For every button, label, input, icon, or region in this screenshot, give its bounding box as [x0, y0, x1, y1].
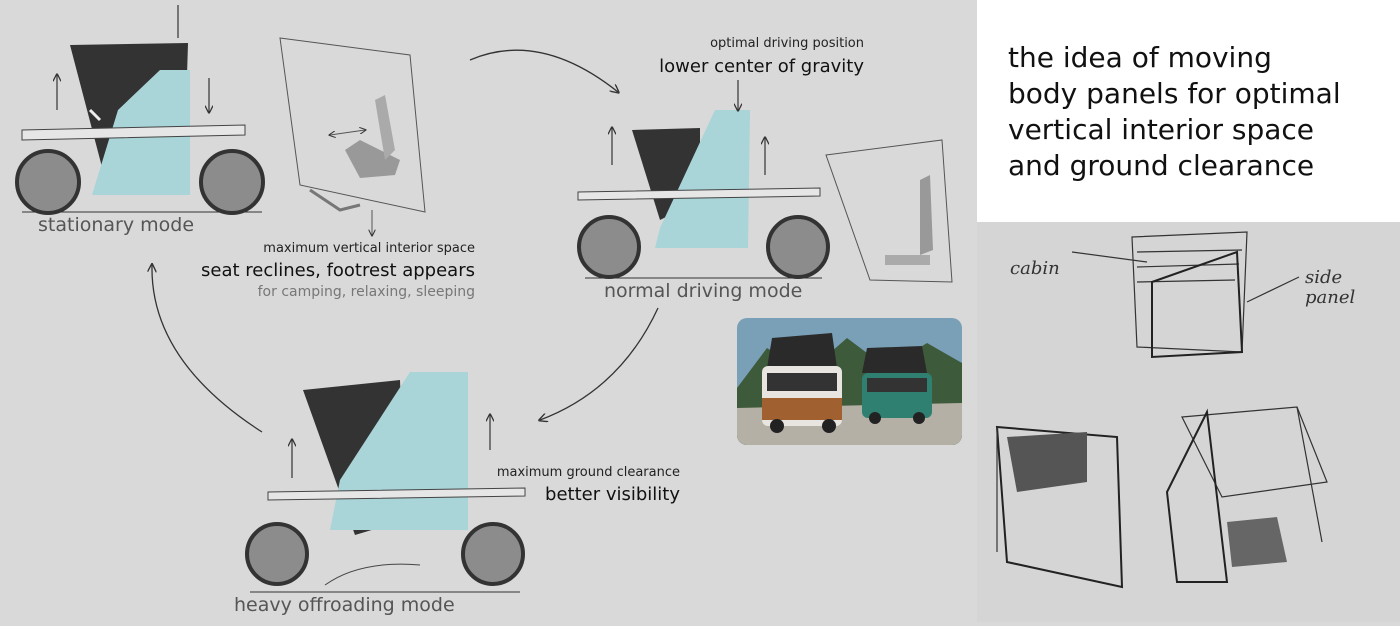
- stationary-wheel-rear: [201, 151, 263, 213]
- sketch-note-side-panel: side panel: [1305, 268, 1355, 308]
- stationary-caption-note: for camping, relaxing, sleeping: [258, 284, 475, 300]
- offroad-mode-title: heavy offroading mode: [234, 594, 455, 616]
- normal-mode-title: normal driving mode: [604, 280, 802, 302]
- stationary-vehicle: [17, 5, 263, 213]
- offroad-chassis: [268, 488, 525, 500]
- stationary-seat-sketch: [280, 38, 425, 235]
- offroad-wheel-front: [247, 524, 307, 584]
- headline-text: the idea of moving body panels for optim…: [1008, 40, 1388, 184]
- offroad-wheel-rear: [463, 524, 523, 584]
- stationary-caption-large: seat reclines, footrest appears: [201, 260, 475, 281]
- stationary-caption-small: maximum vertical interior space: [263, 241, 475, 256]
- normal-caption-small: optimal driving position: [710, 36, 864, 51]
- arrow-stationary-to-normal: [470, 50, 618, 92]
- normal-vehicle: [578, 80, 828, 278]
- camper-van-photo: [737, 318, 962, 445]
- normal-chassis: [578, 188, 820, 200]
- offroad-caption-large: better visibility: [545, 484, 680, 505]
- stationary-mode-title: stationary mode: [38, 214, 194, 236]
- sketch-note-cabin: cabin: [1010, 258, 1060, 279]
- normal-wheel-rear: [768, 217, 828, 277]
- arrow-normal-to-offroad: [540, 308, 658, 420]
- stationary-chassis: [22, 125, 245, 140]
- normal-seat-sketch: [826, 140, 952, 282]
- offroad-vehicle: [247, 372, 525, 592]
- arrow-offroad-to-stationary: [152, 265, 262, 432]
- normal-caption-large: lower center of gravity: [659, 56, 864, 77]
- stationary-wheel-front: [17, 151, 79, 213]
- normal-wheel-front: [579, 217, 639, 277]
- offroad-caption-small: maximum ground clearance: [497, 465, 680, 480]
